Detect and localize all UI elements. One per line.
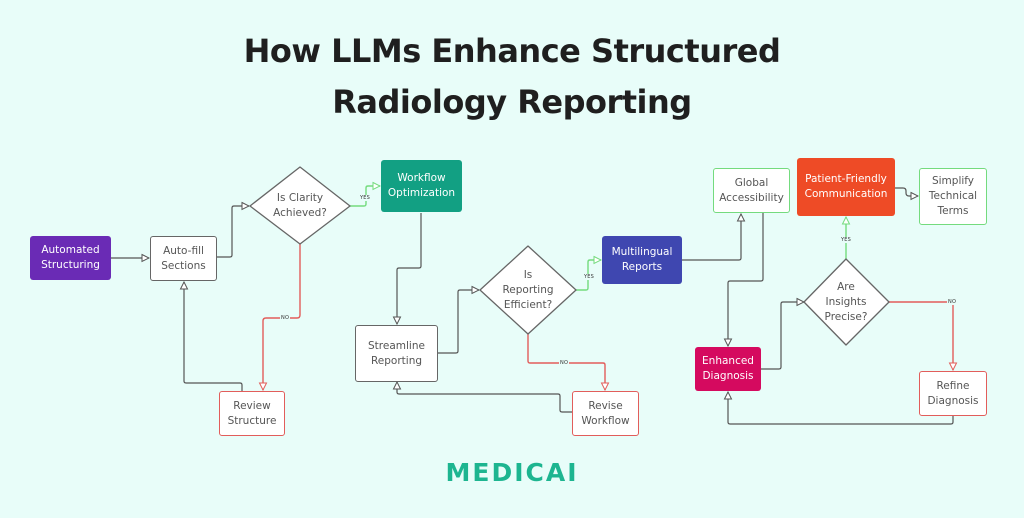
node-label: Streamline Reporting <box>368 339 425 367</box>
decision-label: Is Reporting Efficient? <box>502 268 554 311</box>
page-title: How LLMs Enhance Structured Radiology Re… <box>0 26 1024 128</box>
title-line-2: Radiology Reporting <box>332 83 692 121</box>
node-multilingual-reports: Multilingual Reports <box>602 236 682 284</box>
edge-review-to-autofill <box>184 282 243 391</box>
edge-streamline-to-reporting-efficient <box>438 290 479 354</box>
node-label: Patient-Friendly Communication <box>804 173 888 200</box>
node-streamline-reporting: Streamline Reporting <box>355 325 438 382</box>
edge-global-to-enhanced <box>728 213 764 346</box>
edge-revise-to-streamline <box>397 382 572 413</box>
decision-is-clarity-achieved: Is Clarity Achieved? <box>262 187 338 225</box>
node-enhanced-diagnosis: Enhanced Diagnosis <box>695 347 761 391</box>
node-label: Auto-fill Sections <box>161 244 206 272</box>
node-review-structure: Review Structure <box>219 391 285 436</box>
decision-is-reporting-efficient: Is Reporting Efficient? <box>493 265 563 315</box>
node-automated-structuring: Automated Structuring <box>30 236 111 280</box>
decision-reporting-shape <box>479 245 577 335</box>
node-revise-workflow: Revise Workflow <box>572 391 639 436</box>
node-auto-fill-sections: Auto-fill Sections <box>150 236 217 281</box>
edge-label-yes-reporting: YES <box>583 274 595 280</box>
edge-label-yes-clarity: YES <box>359 195 371 201</box>
edge-label-no-insights: NO <box>947 299 958 305</box>
node-label: Review Structure <box>227 399 277 427</box>
node-refine-diagnosis: Refine Diagnosis <box>919 371 987 416</box>
node-patient-friendly-communication: Patient-Friendly Communication <box>797 158 895 216</box>
node-global-accessibility: Global Accessibility <box>713 168 790 213</box>
edge-autofill-to-clarity <box>217 206 249 258</box>
edge-multilingual-to-global <box>682 214 741 261</box>
node-workflow-optimization: Workflow Optimization <box>381 160 462 212</box>
node-label: Simplify Technical Terms <box>928 175 978 217</box>
title-line-1: How LLMs Enhance Structured <box>243 32 781 70</box>
edge-label-yes-insights: YES <box>840 237 852 243</box>
decision-clarity-shape <box>249 166 351 245</box>
medicai-logo: MEDICAI <box>445 458 579 487</box>
edge-patient-friendly-to-simplify <box>895 187 918 196</box>
decision-label: Is Clarity Achieved? <box>273 192 327 219</box>
edge-label-no-clarity: NO <box>280 315 291 321</box>
node-label: Revise Workflow <box>581 399 630 427</box>
edge-label-no-reporting: NO <box>559 360 570 366</box>
decision-label: Are Insights Precise? <box>824 280 868 323</box>
edge-workflow-optimization-to-streamline <box>397 213 422 324</box>
edge-insights-no-to-refine <box>889 301 953 370</box>
node-label: Workflow Optimization <box>387 172 456 199</box>
node-label: Multilingual Reports <box>611 246 673 273</box>
node-label: Refine Diagnosis <box>927 379 979 407</box>
node-label: Global Accessibility <box>719 176 784 204</box>
edge-enhanced-to-insights <box>761 302 804 370</box>
node-label: Enhanced Diagnosis <box>702 355 754 382</box>
edge-refine-to-enhanced <box>728 392 954 425</box>
decision-insights-shape <box>803 258 890 346</box>
decision-are-insights-precise: Are Insights Precise? <box>815 278 877 326</box>
node-simplify-technical-terms: Simplify Technical Terms <box>919 168 987 225</box>
node-label: Automated Structuring <box>41 244 100 271</box>
